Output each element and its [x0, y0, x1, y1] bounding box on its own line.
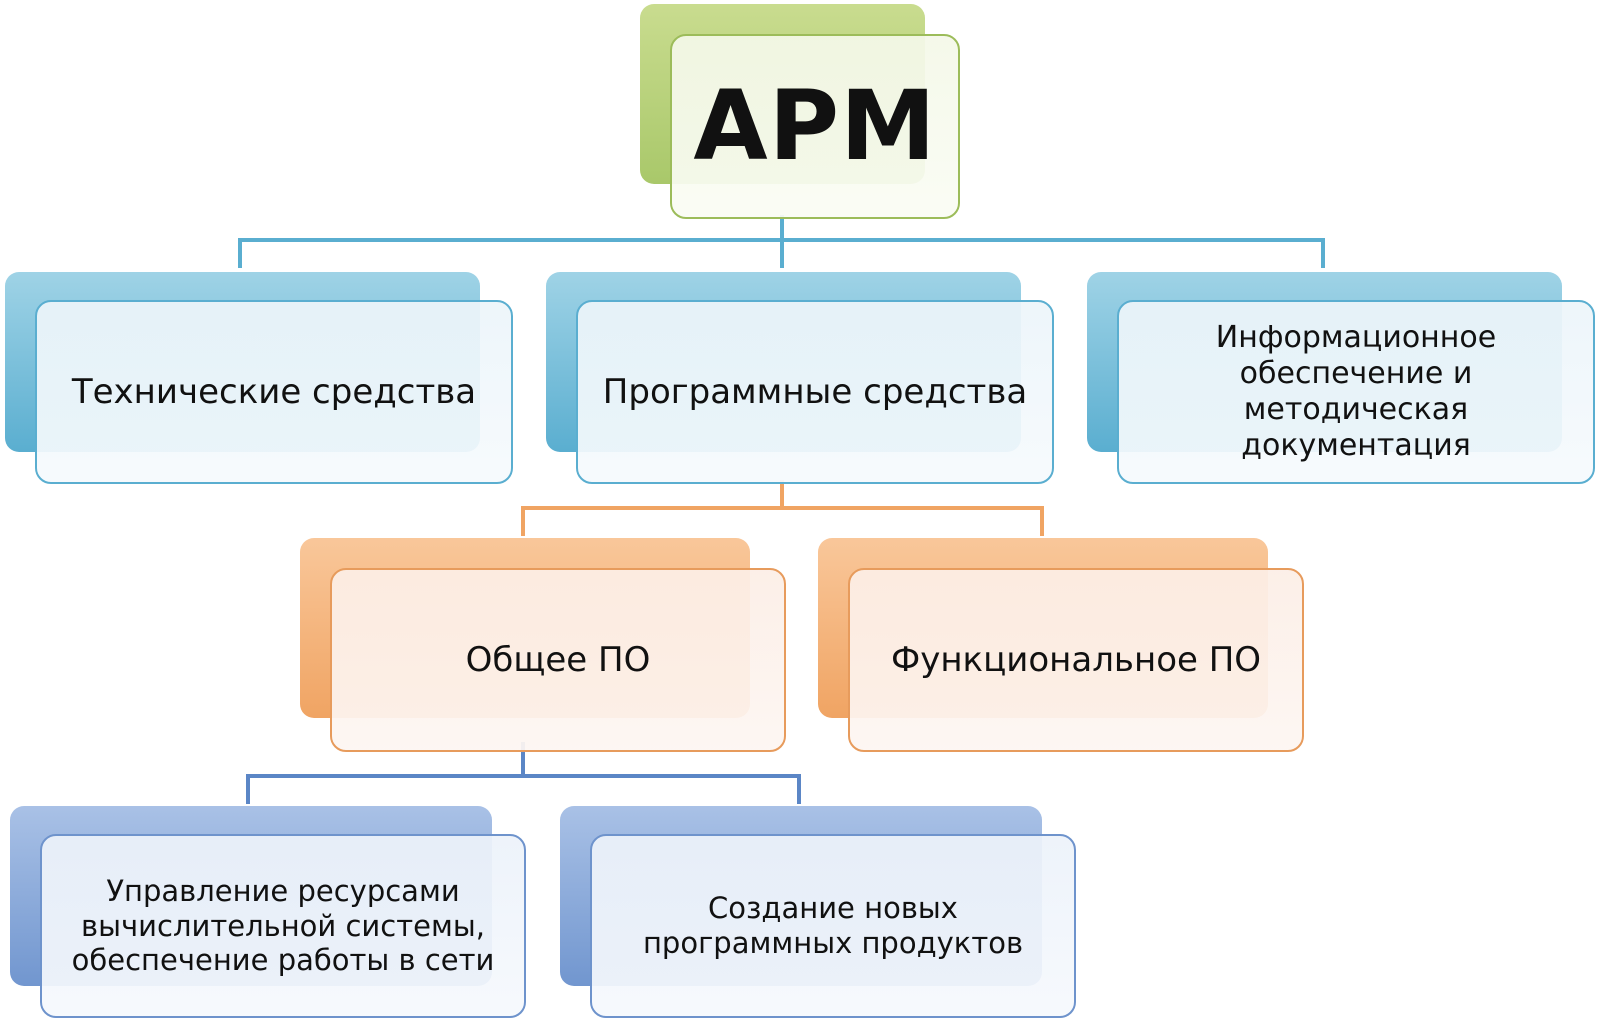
connector-root-level1	[238, 215, 1325, 268]
node-general-software-label: Общее ПО	[465, 639, 651, 680]
node-new-products-box: Создание новых программных продуктов	[590, 834, 1076, 1018]
node-information: Информационное обеспечение и методическа…	[1087, 272, 1595, 484]
node-general-software: Общее ПО	[300, 538, 786, 752]
node-resource-management: Управление ресурсами вычислительной сист…	[10, 806, 526, 1018]
node-functional-software-label: Функциональное ПО	[890, 639, 1262, 680]
node-functional-software: Функциональное ПО	[818, 538, 1304, 752]
node-new-products: Создание новых программных продуктов	[560, 806, 1076, 1018]
connector-software-level2	[521, 480, 1044, 536]
node-software: Программные средства	[546, 272, 1056, 484]
node-hardware: Технические средства	[5, 272, 515, 484]
node-new-products-label: Создание новых программных продуктов	[642, 891, 1024, 960]
root-node: АРМ	[640, 4, 960, 219]
node-information-label: Информационное обеспечение и методическа…	[1215, 320, 1497, 463]
node-general-software-box: Общее ПО	[330, 568, 786, 752]
node-functional-software-box: Функциональное ПО	[848, 568, 1304, 752]
node-software-box: Программные средства	[576, 300, 1054, 484]
root-node-box: АРМ	[670, 34, 960, 219]
node-software-label: Программные средства	[602, 371, 1028, 412]
node-resource-management-box: Управление ресурсами вычислительной сист…	[40, 834, 526, 1018]
node-hardware-label: Технические средства	[71, 371, 477, 412]
node-resource-management-label: Управление ресурсами вычислительной сист…	[71, 873, 495, 978]
node-hardware-box: Технические средства	[35, 300, 513, 484]
node-information-box: Информационное обеспечение и методическа…	[1117, 300, 1595, 484]
root-node-label: АРМ	[693, 69, 937, 182]
